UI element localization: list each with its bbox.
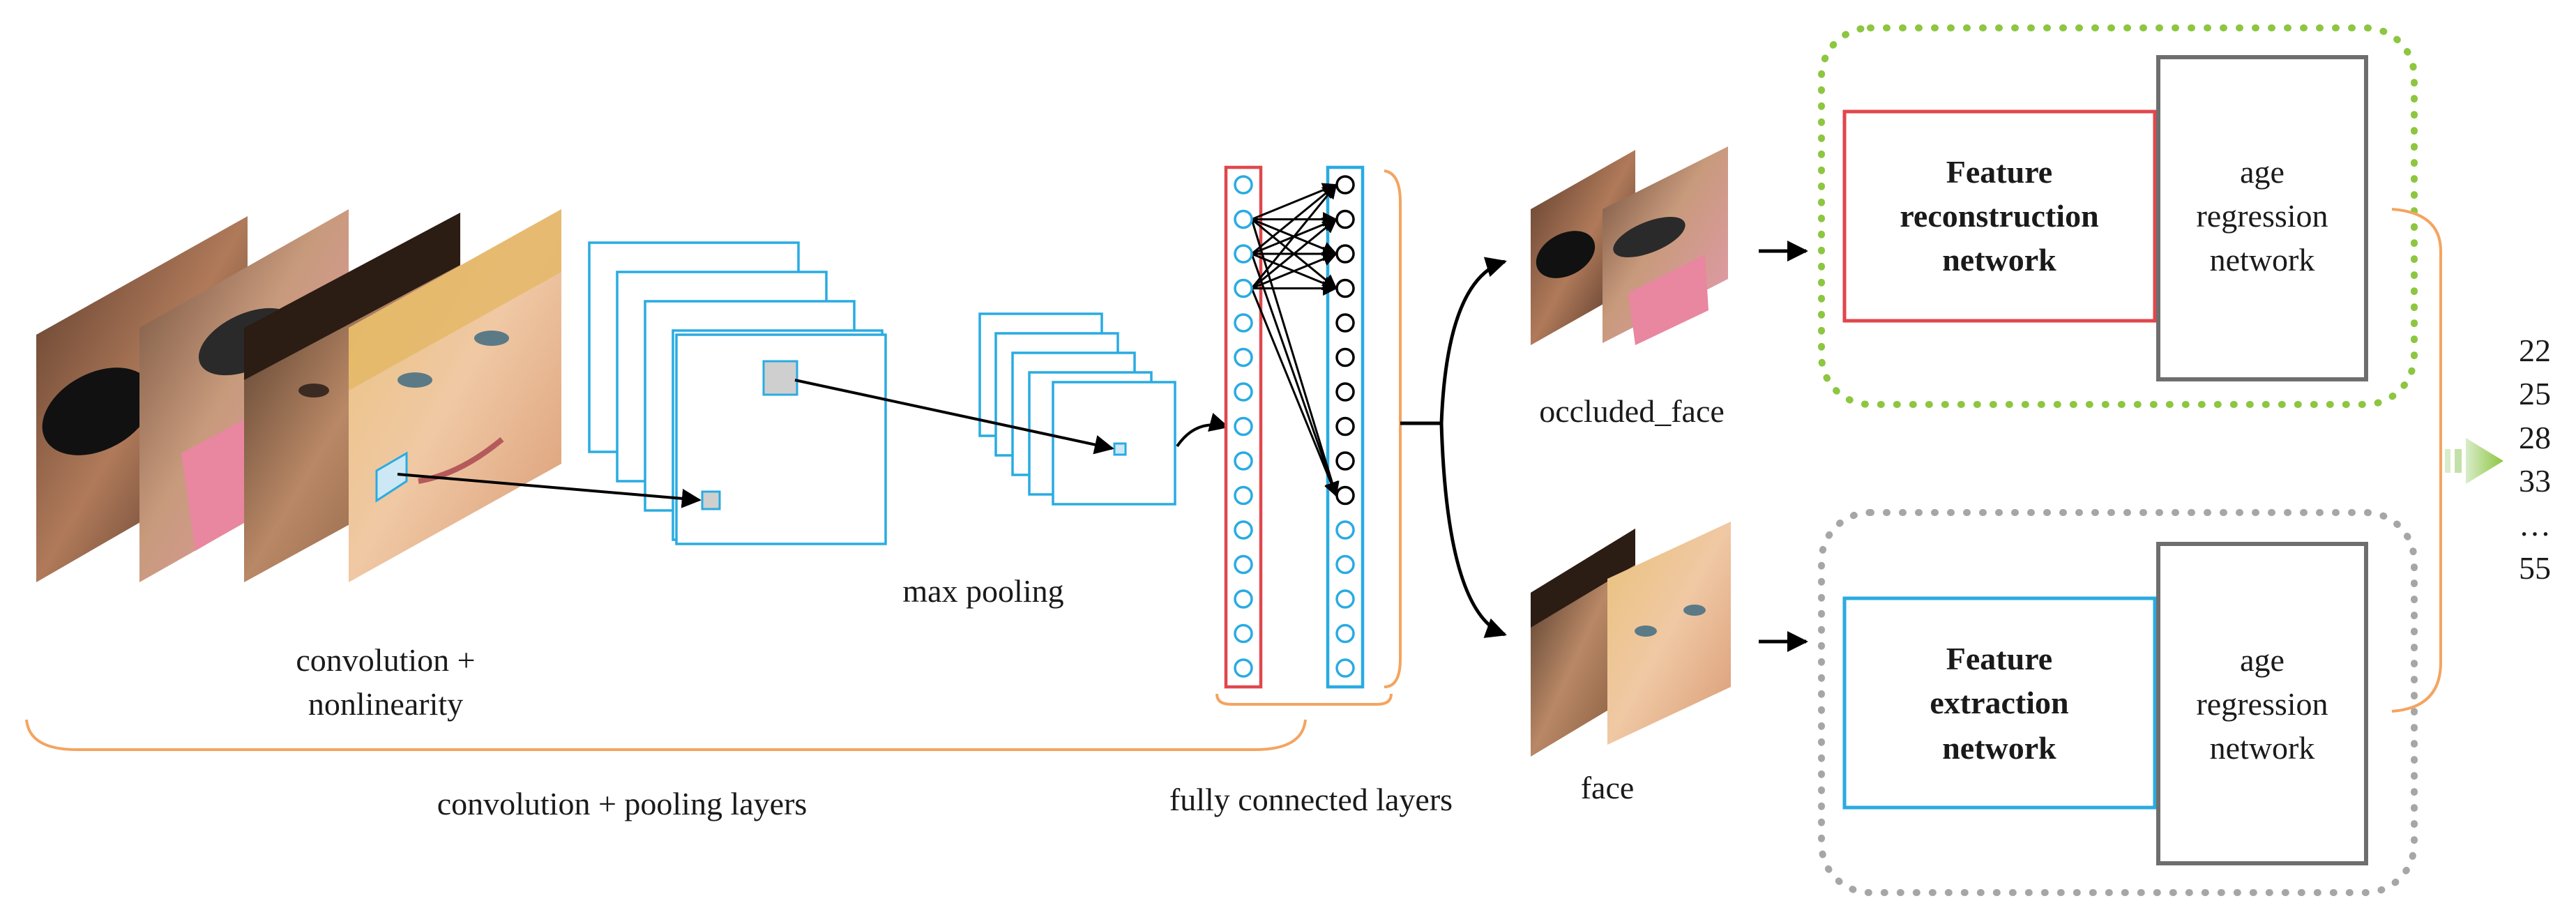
- fc-node: [1234, 485, 1253, 506]
- top-age-regression-network-box: [2156, 55, 2368, 381]
- branch-down-arrow: [1439, 423, 1507, 638]
- fc-node: [1335, 589, 1355, 609]
- fc-node: [1234, 244, 1253, 264]
- fc-connection: [1250, 183, 1338, 289]
- output-age-list: 22 25 28 33 … 55: [2519, 333, 2551, 586]
- patch-to-conv-arrow: [397, 473, 702, 508]
- fc-connection: [1250, 219, 1340, 497]
- fc-node: [1335, 485, 1355, 506]
- fc-connection: [1250, 253, 1339, 497]
- box-text-line: reconstruction: [1900, 198, 2098, 234]
- box-text-line: extraction: [1930, 685, 2068, 720]
- box-text-line: network: [1942, 242, 2056, 278]
- fc-node: [1234, 416, 1253, 437]
- fc-node: [1234, 520, 1253, 540]
- convolution-label-line2: nonlinearity: [308, 686, 463, 722]
- conv-to-pool-arrow: [794, 379, 1114, 455]
- box-text-line: age: [2240, 642, 2285, 678]
- fc-node: [1234, 278, 1253, 298]
- fc-connections: [1250, 183, 1340, 497]
- fc-node: [1234, 175, 1253, 195]
- fc-node: [1335, 520, 1355, 540]
- fc-node: [1234, 658, 1253, 678]
- output-age: …: [2519, 507, 2551, 543]
- fc-node: [1335, 416, 1355, 437]
- branch-up-arrow: [1439, 257, 1507, 424]
- pool-unit: [1113, 442, 1127, 456]
- output-age: 33: [2519, 463, 2551, 499]
- branch-arrows: [1400, 241, 1808, 652]
- fc-node: [1335, 313, 1355, 333]
- conv-window: [762, 360, 798, 396]
- occluded-face-thumbnails: [1531, 146, 1728, 345]
- face-image-4: [349, 209, 561, 582]
- fc-node: [1335, 278, 1355, 298]
- occluded-face-label: occluded_face: [1539, 393, 1725, 429]
- fc-node: [1335, 175, 1355, 195]
- fc-node: [1234, 382, 1253, 402]
- output-age: 25: [2519, 376, 2551, 411]
- conv-pool-brace: [25, 719, 1307, 751]
- conv-unit: [701, 490, 721, 510]
- box-text-line: regression: [2196, 686, 2328, 722]
- pooling-feature-maps: [978, 312, 1176, 506]
- fc-node: [1234, 313, 1253, 333]
- output-arrow: [2445, 438, 2503, 484]
- fc-node: [1335, 244, 1355, 264]
- fc-node: [1335, 209, 1355, 229]
- feature-extraction-network-box: [1842, 596, 2157, 810]
- fc-node: [1234, 623, 1253, 644]
- fc-node: [1234, 451, 1253, 471]
- box-text-line: network: [2210, 730, 2315, 766]
- feature-reconstruction-network-box: [1842, 109, 2157, 323]
- feature-reconstruction-network-text: Feature reconstruction network: [1900, 154, 2098, 278]
- pool-to-fc-arrow: [1176, 412, 1229, 448]
- receptive-field-patch: [375, 451, 408, 503]
- face-thumbnails: [1531, 522, 1731, 757]
- fc-node: [1234, 209, 1253, 229]
- conv-feature-maps: [588, 241, 887, 545]
- box-text-line: regression: [2196, 198, 2328, 234]
- fc-node: [1335, 554, 1355, 575]
- fc-connection: [1251, 252, 1338, 289]
- box-text-line: Feature: [1946, 641, 2052, 676]
- output-bracket: [2391, 208, 2442, 713]
- fc-node: [1335, 451, 1355, 471]
- bottom-age-regression-network-box: [2156, 542, 2368, 865]
- fc-node: [1335, 382, 1355, 402]
- fc-node: [1234, 554, 1253, 575]
- stage-arrows: [397, 379, 1229, 508]
- box-text-line: Feature: [1946, 154, 2052, 190]
- feature-extraction-network-text: Feature extraction network: [1930, 641, 2068, 766]
- fc-layer-2-nodes: [1335, 175, 1355, 678]
- fc-node: [1335, 347, 1355, 367]
- bottom-age-regression-network-text: age regression network: [2196, 642, 2328, 766]
- fc-node: [1335, 623, 1355, 644]
- box-text-line: age: [2240, 154, 2285, 190]
- top-age-regression-network-text: age regression network: [2196, 154, 2328, 278]
- fc-node: [1234, 347, 1253, 367]
- output-age: 55: [2519, 550, 2551, 586]
- max-pooling-label: max pooling: [902, 573, 1063, 609]
- fc-connection: [1251, 183, 1338, 255]
- fc-layers-brace: [1215, 693, 1393, 706]
- face-label: face: [1581, 770, 1635, 805]
- top-branch-dotted-frame: [1818, 24, 2418, 408]
- fc-layer-1-nodes: [1234, 175, 1253, 678]
- fc-node: [1335, 658, 1355, 678]
- output-age: 22: [2519, 333, 2551, 368]
- box-text-line: network: [1942, 730, 2056, 766]
- fc-connection: [1250, 287, 1338, 497]
- box-text-line: network: [2210, 242, 2315, 278]
- fc-right-bracket: [1384, 169, 1402, 688]
- convolution-label-line1: convolution +: [296, 642, 475, 678]
- input-face-stack: [36, 209, 561, 582]
- fc-node: [1234, 589, 1253, 609]
- output-age: 28: [2519, 420, 2551, 455]
- conv-pool-layers-label: convolution + pooling layers: [437, 786, 808, 821]
- fc-connection: [1251, 183, 1338, 220]
- fc-connection: [1251, 218, 1338, 289]
- fc-layers-label: fully connected layers: [1169, 782, 1453, 817]
